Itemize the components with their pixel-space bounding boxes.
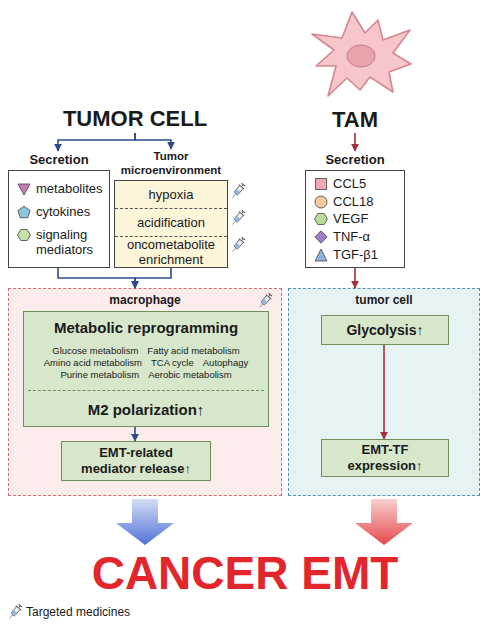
- flow-arrow: [383, 345, 385, 439]
- block-arrow: [355, 499, 413, 545]
- list-item: metabolites: [36, 181, 102, 196]
- item-symbol: [314, 212, 328, 226]
- box-text: EMT-TF expression↑: [332, 442, 438, 474]
- list-row: cytokines: [17, 204, 105, 219]
- list-row: TNF-α: [314, 229, 400, 244]
- syringe-icon: [7, 603, 23, 621]
- diamond-symbol: [315, 231, 327, 243]
- box-text: EMT-related mediator release↑: [72, 445, 200, 477]
- list-frame: hypoxiaacidificationoncometabolite enric…: [114, 180, 228, 268]
- section-heading: Tumor microenvironment: [114, 149, 228, 177]
- legend: Targeted medicines: [26, 604, 130, 620]
- box-text: Glycolysis↑: [346, 322, 423, 338]
- list-frame: CCL5CCL18VEGF TNF-αTGF-β1: [305, 170, 405, 268]
- panel-label: tumor cell: [289, 293, 479, 307]
- process-box: Metabolic reprogrammingGlucose metabolis…: [23, 311, 269, 427]
- list-row: VEGF: [314, 211, 400, 226]
- triangle-symbol: [315, 249, 327, 261]
- secretion-list: Secretion metabolites cytokines signaling m…: [8, 151, 110, 268]
- secretion-list: SecretionCCL5CCL18VEGF TNF-αTGF-β1: [305, 151, 405, 268]
- syringe-icon: [230, 236, 246, 254]
- box-heading: M2 polarization↑: [28, 401, 264, 419]
- item-symbol: [314, 177, 328, 191]
- list-item: oncometabolite enrichment: [115, 236, 227, 267]
- cell-title: TUMOR CELL: [40, 104, 230, 133]
- list-row: metabolites: [17, 181, 105, 196]
- list-row: CCL18: [314, 194, 400, 209]
- process-box: EMT-TF expression↑: [321, 439, 449, 477]
- syringe-icons: [7, 182, 273, 621]
- item-symbol: [17, 228, 31, 242]
- syringe-icon: [230, 182, 246, 200]
- process-box: EMT-related mediator release↑: [61, 441, 211, 481]
- connector-group: [58, 133, 413, 545]
- flow-arrow: [58, 268, 135, 288]
- pathway-item: Aerobic metabolism: [148, 369, 231, 381]
- syringe-icon: [230, 209, 246, 227]
- flow-arrow: [135, 133, 171, 149]
- box-heading: Metabolic reprogramming: [28, 319, 264, 337]
- list-frame: metabolites cytokines signaling mediators: [8, 170, 110, 268]
- tam-cell: TAM: [290, 10, 420, 133]
- outcome-text: CANCER EMT: [92, 548, 399, 598]
- list-item: CCL5: [333, 176, 366, 191]
- flow-arrow: [354, 268, 356, 288]
- list-item: CCL18: [333, 194, 373, 209]
- item-symbol: [17, 182, 31, 196]
- list-item: TNF-α: [333, 229, 370, 244]
- block-arrow: [116, 499, 174, 545]
- pathway-item: Purine metabolism: [60, 369, 139, 381]
- flow-arrow: [134, 427, 136, 441]
- macrophage-illustration: [312, 12, 411, 96]
- list-row: signaling mediators: [17, 227, 105, 257]
- item-grid: Glucose metabolismFatty acid metabolismA…: [28, 345, 264, 381]
- circle-symbol: [315, 196, 327, 208]
- title-text: TUMOR CELL: [63, 106, 207, 132]
- pentagon-symbol: [18, 206, 30, 218]
- pathway-item: TCA cycle: [151, 357, 194, 369]
- hexagon-symbol: [18, 229, 31, 240]
- pathway-item: Fatty acid metabolism: [147, 345, 239, 357]
- flow-arrow: [354, 133, 356, 151]
- section-heading: Secretion: [8, 151, 110, 170]
- tumor-cell-panel: Glycolysis↑ EMT-TF expression↑ tumor cell: [288, 288, 480, 496]
- pathway-item: Autophagy: [203, 357, 248, 369]
- flow-arrow: [135, 268, 171, 288]
- syringe-icon: [257, 292, 273, 310]
- item-symbol: [314, 230, 328, 244]
- dashed-divider: [28, 390, 264, 391]
- list-item: VEGF: [333, 211, 368, 226]
- legend-text: Targeted medicines: [26, 604, 130, 620]
- list-row: TGF-β1: [314, 247, 400, 262]
- tam-nucleus: [347, 45, 375, 67]
- item-symbol: [314, 248, 328, 262]
- section-heading: Secretion: [305, 151, 405, 170]
- legend-entry: Targeted medicines: [26, 604, 130, 620]
- list-item: hypoxia: [115, 181, 227, 208]
- pathway-item: Amino acid metabolism: [44, 357, 142, 369]
- process-box: Glycolysis↑: [321, 315, 449, 345]
- pathway-item: Glucose metabolism: [52, 345, 138, 357]
- flow-arrow: [58, 133, 135, 151]
- title-text: TAM: [332, 107, 378, 133]
- list-item: TGF-β1: [333, 247, 378, 262]
- list-item: cytokines: [36, 204, 90, 219]
- list-row: CCL5: [314, 176, 400, 191]
- list-item: signaling mediators: [36, 227, 105, 257]
- list-item: acidification: [115, 208, 227, 236]
- tam-cell-body: [312, 12, 411, 96]
- square-symbol: [316, 178, 327, 189]
- hexagon-symbol: [315, 214, 328, 225]
- outcome-text: CANCER EMT: [60, 545, 430, 601]
- panel-label: macrophage: [9, 293, 281, 307]
- macrophage-panel: Metabolic reprogrammingGlucose metabolis…: [8, 288, 282, 496]
- item-symbol: [314, 195, 328, 209]
- item-symbol: [17, 205, 31, 219]
- triangle-symbol: [18, 184, 30, 195]
- microenvironment-list: Tumor microenvironment hypoxiaacidificati…: [114, 149, 228, 268]
